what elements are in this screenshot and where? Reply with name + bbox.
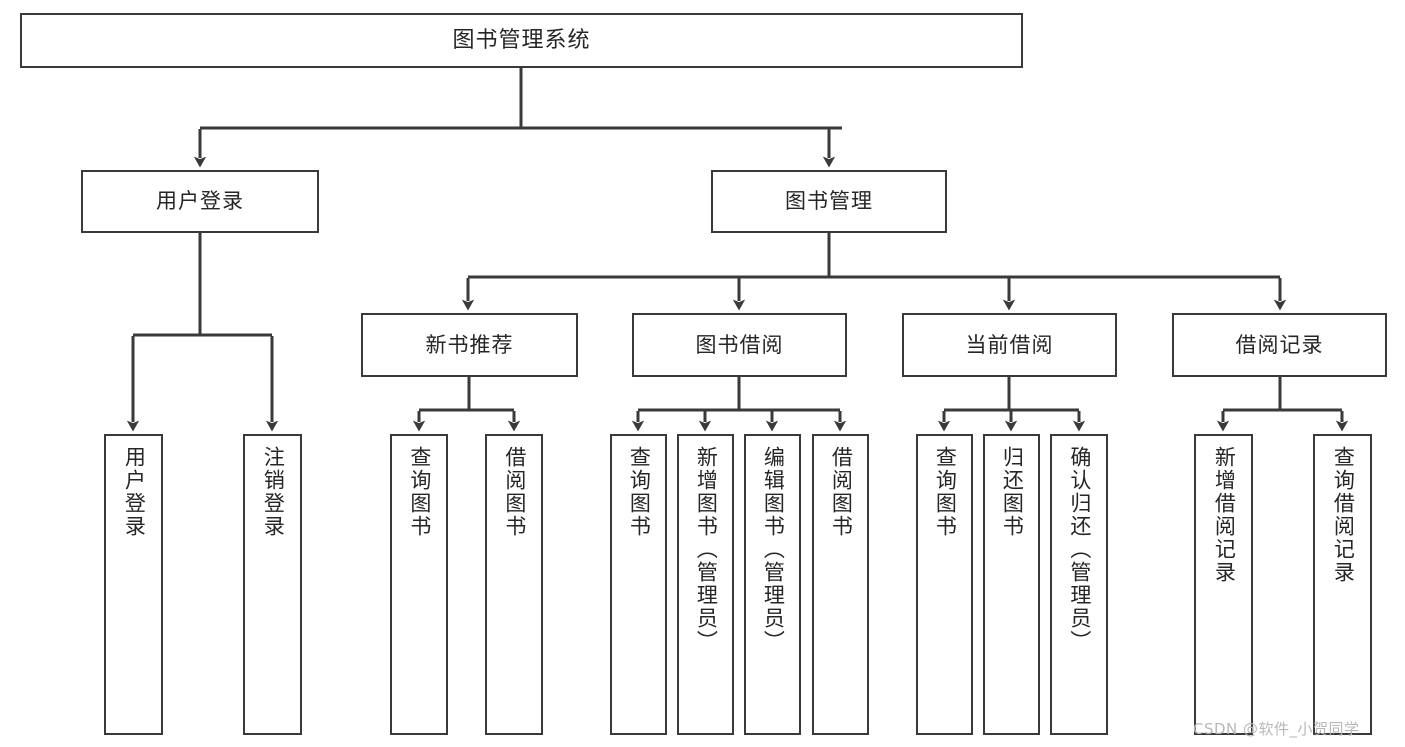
leaf-add-book-admin[interactable]: 新增图书（管理员） bbox=[677, 434, 734, 735]
node-label: 查询借阅记录 bbox=[1331, 446, 1356, 584]
node-label: 新增借阅记录 bbox=[1212, 446, 1237, 584]
node-label: 当前借阅 bbox=[965, 332, 1054, 357]
node-label: 用户登录 bbox=[122, 446, 147, 538]
node-label: 借阅图书 bbox=[829, 446, 854, 538]
watermark: CSDN @软件_小贺同学 bbox=[1193, 720, 1360, 738]
leaf-user-login[interactable]: 用户登录 bbox=[104, 434, 163, 735]
node-label: 用户登录 bbox=[156, 189, 244, 213]
node-current-borrow[interactable]: 当前借阅 bbox=[902, 313, 1117, 377]
leaf-query-book-borrow[interactable]: 查询图书 bbox=[610, 434, 667, 735]
node-label: 确认归还（管理员） bbox=[1067, 446, 1092, 653]
leaf-borrow-book[interactable]: 借阅图书 bbox=[812, 434, 869, 735]
node-label: 查询图书 bbox=[407, 446, 432, 538]
node-label: 借阅记录 bbox=[1235, 332, 1324, 357]
leaf-borrow-book-recommend[interactable]: 借阅图书 bbox=[485, 434, 543, 735]
node-label: 图书管理系统 bbox=[452, 27, 591, 53]
node-book-management[interactable]: 图书管理 bbox=[711, 170, 947, 233]
leaf-query-borrow-record[interactable]: 查询借阅记录 bbox=[1313, 434, 1372, 735]
node-label: 查询图书 bbox=[627, 446, 652, 538]
leaf-return-book[interactable]: 归还图书 bbox=[983, 434, 1040, 735]
leaf-add-borrow-record[interactable]: 新增借阅记录 bbox=[1194, 434, 1253, 735]
node-label: 新增图书（管理员） bbox=[694, 446, 719, 653]
node-label: 编辑图书（管理员） bbox=[761, 446, 786, 653]
node-label: 注销登录 bbox=[261, 446, 286, 538]
node-label: 图书借阅 bbox=[695, 332, 784, 357]
node-label: 借阅图书 bbox=[502, 446, 527, 538]
node-new-book-recommend[interactable]: 新书推荐 bbox=[361, 313, 578, 377]
leaf-query-book-recommend[interactable]: 查询图书 bbox=[390, 434, 448, 735]
node-label: 归还图书 bbox=[1000, 446, 1025, 538]
leaf-logout[interactable]: 注销登录 bbox=[243, 434, 302, 735]
node-user-login[interactable]: 用户登录 bbox=[81, 170, 319, 233]
node-book-borrow[interactable]: 图书借阅 bbox=[632, 313, 847, 377]
node-label: 新书推荐 bbox=[425, 332, 514, 357]
node-root[interactable]: 图书管理系统 bbox=[20, 13, 1023, 68]
node-borrow-record[interactable]: 借阅记录 bbox=[1172, 313, 1387, 377]
leaf-confirm-return-admin[interactable]: 确认归还（管理员） bbox=[1050, 434, 1108, 735]
node-label: 查询图书 bbox=[933, 446, 958, 538]
node-label: 图书管理 bbox=[785, 189, 873, 213]
leaf-query-book-current[interactable]: 查询图书 bbox=[916, 434, 973, 735]
leaf-edit-book-admin[interactable]: 编辑图书（管理员） bbox=[744, 434, 801, 735]
